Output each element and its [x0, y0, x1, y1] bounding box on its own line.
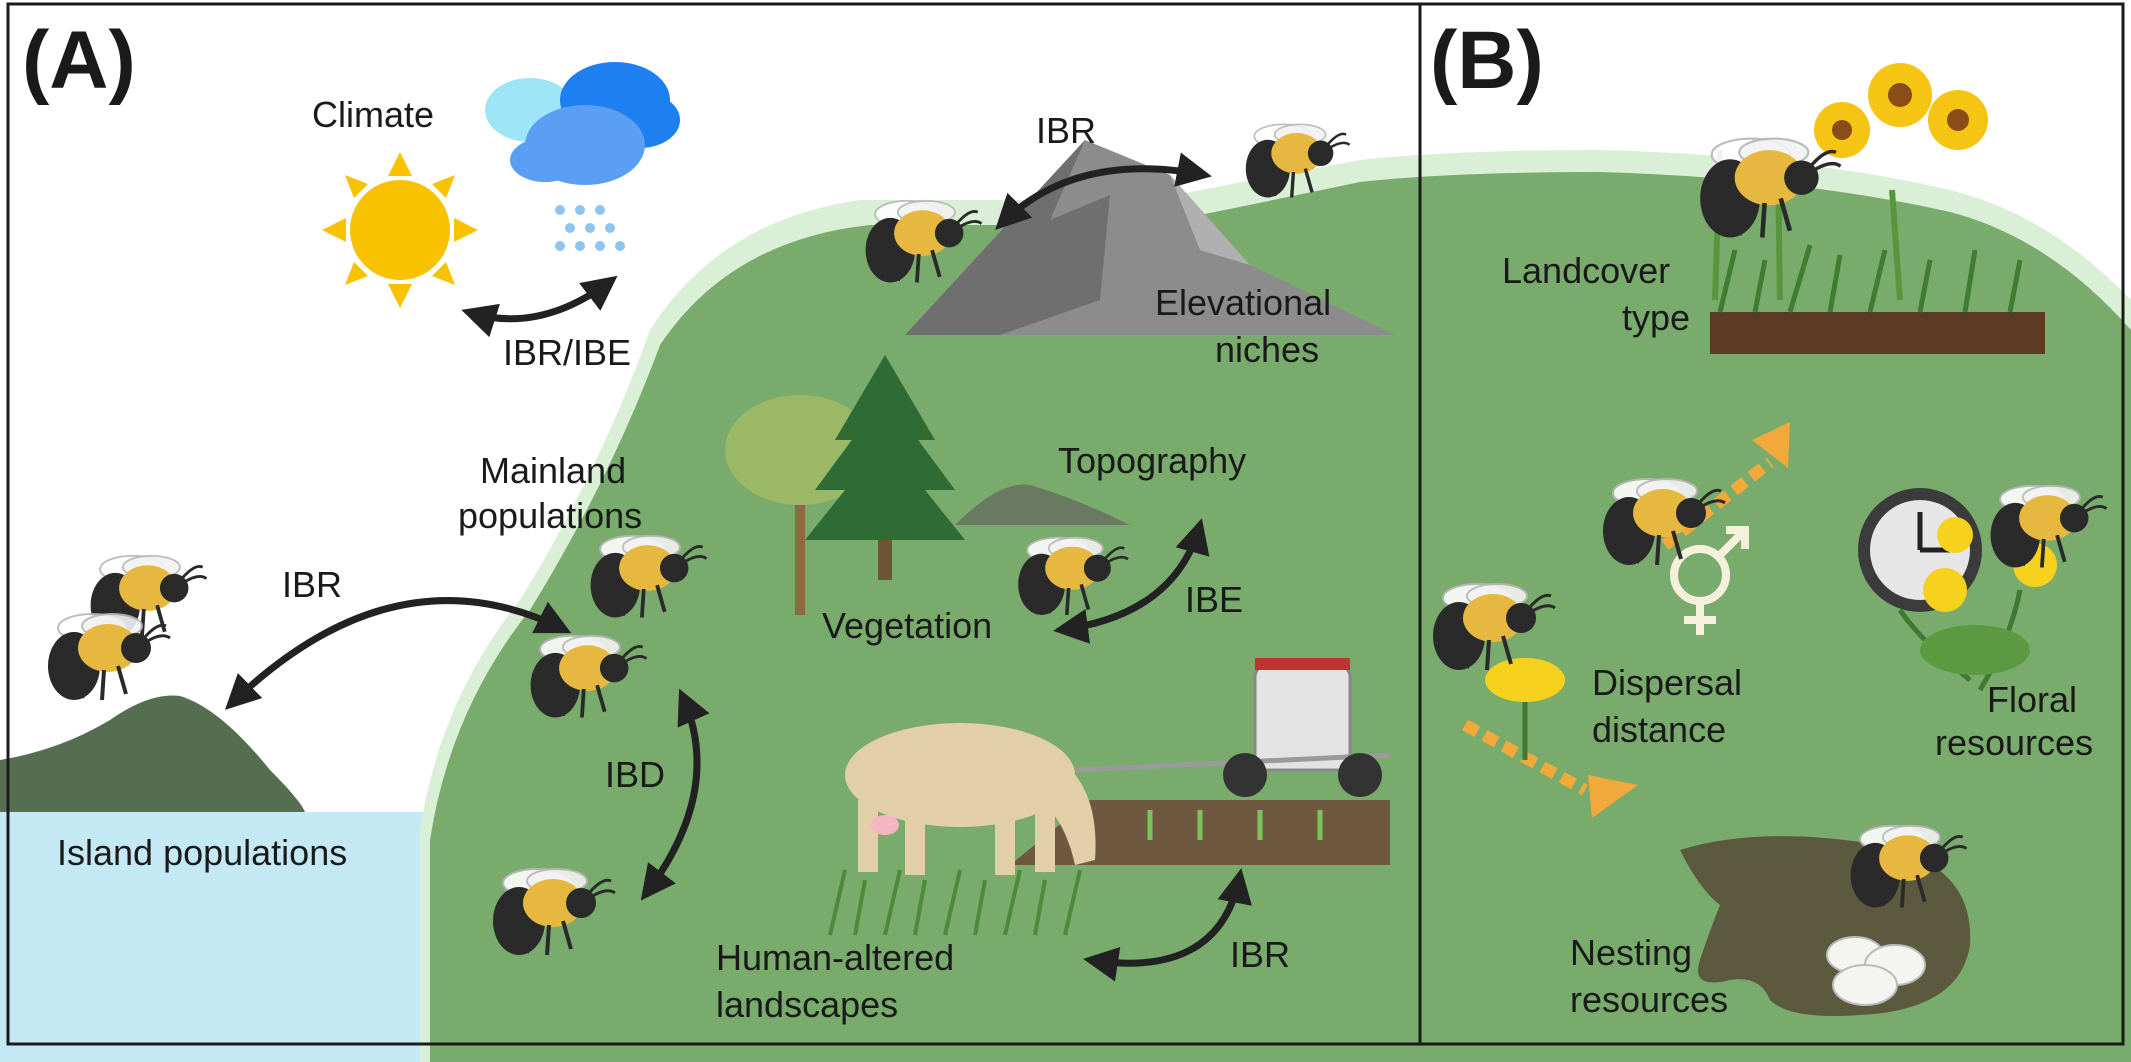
nesting-label-1: Nesting	[1570, 932, 1692, 973]
topography-label: Topography	[1058, 440, 1246, 481]
male-female-symbol-icon	[1670, 526, 1749, 635]
vegetation-label: Vegetation	[822, 605, 992, 646]
island-populations-label: Island populations	[57, 832, 347, 873]
panel-b-letter: (B)	[1430, 15, 1544, 106]
hill	[955, 484, 1130, 525]
human-altered-label-2: landscapes	[716, 984, 898, 1025]
ibr-mountain-arrow	[995, 152, 1212, 230]
ibr-ibe-arrow	[461, 275, 618, 338]
ibr-human-label: IBR	[1230, 934, 1290, 975]
panel-a-letter: (A)	[22, 15, 136, 106]
nesting-label-2: resources	[1570, 979, 1728, 1020]
water	[0, 812, 500, 1062]
grass-icon	[828, 869, 1082, 936]
ibd-arrow	[640, 688, 710, 901]
dispersal-label-1: Dispersal	[1592, 662, 1742, 703]
pine-tree-icon	[805, 355, 965, 580]
tractor-icon	[1074, 658, 1391, 797]
ibr-ibe-label: IBR/IBE	[503, 332, 631, 373]
dispersal-label-2: distance	[1592, 709, 1726, 750]
landcover-label-1: Landcover	[1502, 250, 1670, 291]
elevational-label-1: Elevational	[1155, 282, 1331, 323]
cow-icon	[845, 723, 1096, 875]
mainland-label-2: populations	[458, 495, 642, 536]
dandelion-icon-left	[1485, 658, 1565, 760]
landcover-grass-icon	[1717, 244, 2023, 313]
crop-row-icon	[1010, 800, 1390, 865]
mainland-label-1: Mainland	[480, 450, 626, 491]
landcover-label-2: type	[1622, 297, 1690, 338]
dispersal-arrowhead-down	[1588, 775, 1638, 818]
panel-b-border	[1418, 2, 2125, 1046]
cloud-icon	[485, 62, 680, 185]
bee-icon	[46, 612, 172, 702]
rain-icon	[555, 205, 625, 251]
ibr-human-arrow	[1083, 868, 1252, 982]
sun-icon	[322, 152, 478, 308]
ibd-label: IBD	[605, 754, 665, 795]
island	[0, 695, 305, 812]
soil	[1710, 312, 2045, 354]
mainland	[430, 172, 2131, 1062]
ibe-label: IBE	[1185, 579, 1243, 620]
human-altered-label-1: Human-altered	[716, 937, 954, 978]
ibr-mountain-label: IBR	[1036, 110, 1096, 151]
elevational-label-2: niches	[1215, 329, 1319, 370]
dispersal-arrowhead-up	[1752, 422, 1790, 468]
floral-label-2: resources	[1935, 722, 2093, 763]
ibr-island-arrow	[224, 597, 572, 710]
floral-label-1: Floral	[1987, 679, 2077, 720]
ibr-island-label: IBR	[282, 564, 342, 605]
climate-label: Climate	[312, 94, 434, 135]
nest-eggs-icon	[1826, 936, 1926, 1006]
ibe-arrow	[1053, 518, 1210, 644]
